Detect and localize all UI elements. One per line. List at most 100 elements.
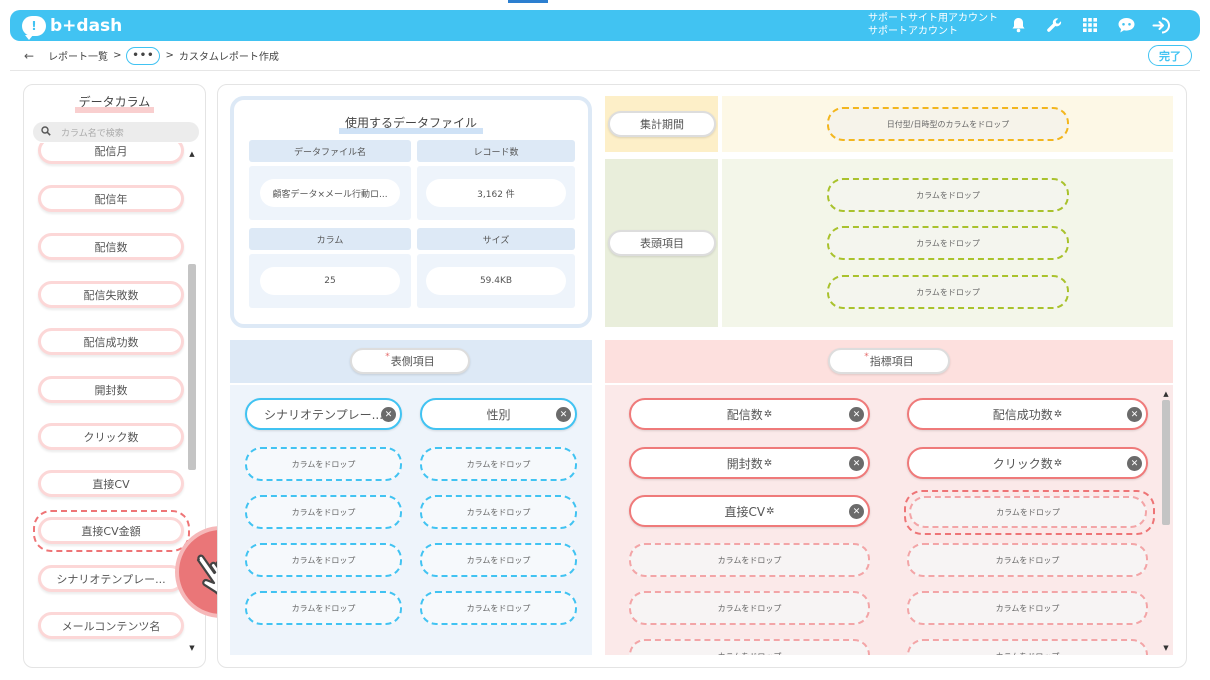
metric-item-name: 直接CV: [724, 504, 766, 519]
gear-icon[interactable]: ✲: [763, 457, 773, 469]
chat-bot-icon[interactable]: [1116, 15, 1136, 35]
metric-drop-zone[interactable]: カラムをドロップ: [629, 591, 870, 625]
header-size: サイズ: [417, 228, 575, 250]
remove-icon[interactable]: ✕: [1127, 407, 1142, 422]
value-file-name-cell: 顧客データ×メール行動ロ...: [249, 166, 411, 220]
side-drop-zone[interactable]: カラムをドロップ: [245, 447, 402, 481]
column-search-input[interactable]: カラム名で検索: [33, 122, 199, 142]
metric-drop-zone-target[interactable]: カラムをドロップ: [909, 496, 1147, 528]
data-file-card: 使用するデータファイル データファイル名 レコード数 顧客データ×メール行動ロ.…: [230, 96, 592, 328]
side-item-filled[interactable]: 性別 ✕: [420, 398, 577, 430]
column-item[interactable]: 配信失敗数: [38, 281, 184, 308]
metric-item-name: 開封数: [726, 456, 763, 471]
side-drop-zone[interactable]: カラムをドロップ: [420, 495, 577, 529]
header-drop-zone[interactable]: カラムをドロップ: [827, 226, 1069, 260]
account-line1: サポートサイト用アカウント: [868, 13, 998, 24]
metric-drop-zone[interactable]: カラムをドロップ: [629, 543, 870, 577]
required-mark: *: [864, 352, 869, 362]
column-item[interactable]: 配信月: [38, 143, 184, 164]
header-drop-zone[interactable]: カラムをドロップ: [827, 275, 1069, 309]
side-drop-zone[interactable]: カラムをドロップ: [420, 591, 577, 625]
scroll-down-icon[interactable]: ▼: [189, 644, 195, 652]
wrench-icon[interactable]: [1044, 15, 1064, 35]
top-accent-line: [508, 0, 548, 3]
gear-icon[interactable]: ✲: [1053, 457, 1063, 469]
metric-drop-zone[interactable]: カラムをドロップ: [629, 639, 870, 655]
remove-icon[interactable]: ✕: [381, 407, 396, 422]
column-item[interactable]: 配信年: [38, 185, 184, 212]
breadcrumb-separator: >: [113, 50, 122, 61]
breadcrumb-more-button[interactable]: •••: [126, 46, 161, 65]
scroll-thumb[interactable]: [188, 264, 196, 470]
metric-drop-zone[interactable]: カラムをドロップ: [907, 543, 1148, 577]
gear-icon[interactable]: ✲: [763, 408, 773, 420]
column-item[interactable]: 配信数: [38, 233, 184, 260]
remove-icon[interactable]: ✕: [849, 456, 864, 471]
back-arrow-icon[interactable]: ←: [24, 48, 35, 63]
header-records: レコード数: [417, 140, 575, 162]
column-item[interactable]: クリック数: [38, 423, 184, 450]
breadcrumb: ← レポート一覧 > ••• > カスタムレポート作成: [10, 41, 1200, 71]
selected-column-highlight: [33, 510, 190, 552]
scroll-up-icon[interactable]: ▲: [1163, 390, 1169, 398]
breadcrumb-report-list[interactable]: レポート一覧: [48, 52, 109, 63]
column-item[interactable]: 開封数: [38, 376, 184, 403]
metric-drop-zone[interactable]: カラムをドロップ: [907, 639, 1148, 655]
drop-target-highlight: [904, 490, 1155, 535]
column-item[interactable]: メールコンテンツ名: [38, 612, 184, 639]
header-drop-zone[interactable]: カラムをドロップ: [827, 178, 1069, 212]
scroll-down-icon[interactable]: ▼: [1163, 644, 1169, 652]
side-item-name: シナリオテンプレー...: [263, 407, 384, 422]
side-item-filled[interactable]: シナリオテンプレー... ✕: [245, 398, 402, 430]
metric-item-filled[interactable]: 配信数✲ ✕: [629, 398, 870, 430]
column-item[interactable]: シナリオテンプレー...: [38, 565, 184, 592]
panel-title-wrap: データカラム: [24, 93, 205, 113]
metric-item-name: 配信数: [726, 407, 763, 422]
column-list-scrollbar[interactable]: ▲ ▼: [186, 150, 198, 655]
side-items-label: *表側項目: [350, 348, 470, 374]
header-items-label: 表頭項目: [608, 230, 716, 256]
metric-item-filled[interactable]: 直接CV✲ ✕: [629, 495, 870, 527]
scroll-thumb[interactable]: [1162, 400, 1170, 525]
metrics-drop-area: 配信数✲ ✕ 配信成功数✲ ✕ 開封数✲ ✕ クリック数✲ ✕ 直接CV✲ ✕ …: [605, 385, 1173, 655]
required-mark: *: [385, 352, 390, 362]
metric-item-filled[interactable]: クリック数✲ ✕: [907, 447, 1148, 479]
logo[interactable]: ! b+dash: [22, 15, 122, 40]
metric-item-filled[interactable]: 配信成功数✲ ✕: [907, 398, 1148, 430]
data-file-title-wrap: 使用するデータファイル: [234, 114, 588, 134]
metrics-scrollbar[interactable]: ▲ ▼: [1160, 390, 1172, 655]
metric-drop-zone[interactable]: カラムをドロップ: [907, 591, 1148, 625]
breadcrumb-current: カスタムレポート作成: [178, 52, 279, 63]
side-items-label-text: 表側項目: [390, 355, 435, 368]
bell-icon[interactable]: [1008, 15, 1028, 35]
side-drop-zone[interactable]: カラムをドロップ: [420, 543, 577, 577]
column-item[interactable]: 配信成功数: [38, 328, 184, 355]
side-drop-zone[interactable]: カラムをドロップ: [420, 447, 577, 481]
remove-icon[interactable]: ✕: [1127, 456, 1142, 471]
column-item-selected[interactable]: 直接CV金額: [38, 517, 184, 544]
data-column-panel: データカラム カラム名で検索 配信月 配信年 配信数 配信失敗数 配信成功数 開…: [23, 84, 206, 668]
side-drop-zone[interactable]: カラムをドロップ: [245, 495, 402, 529]
scroll-up-icon[interactable]: ▲: [189, 150, 195, 158]
grid-icon[interactable]: [1080, 15, 1100, 35]
value-columns: 25: [260, 267, 400, 295]
metric-item-name: 配信成功数: [992, 407, 1053, 422]
done-button[interactable]: 完了: [1148, 45, 1192, 66]
logout-icon[interactable]: [1151, 15, 1171, 35]
period-drop-zone[interactable]: 日付型/日時型のカラムをドロップ: [827, 107, 1069, 141]
remove-icon[interactable]: ✕: [849, 504, 864, 519]
gear-icon[interactable]: ✲: [1053, 408, 1063, 420]
column-item[interactable]: 直接CV: [38, 470, 184, 497]
value-columns-cell: 25: [249, 254, 411, 308]
account-info[interactable]: サポートサイト用アカウント サポートアカウント: [868, 12, 998, 38]
value-size-cell: 59.4KB: [417, 254, 575, 308]
metric-item-filled[interactable]: 開封数✲ ✕: [629, 447, 870, 479]
gear-icon[interactable]: ✲: [766, 505, 775, 517]
period-label: 集計期間: [608, 111, 716, 137]
remove-icon[interactable]: ✕: [556, 407, 571, 422]
side-drop-zone[interactable]: カラムをドロップ: [245, 543, 402, 577]
side-drop-zone[interactable]: カラムをドロップ: [245, 591, 402, 625]
search-placeholder: カラム名で検索: [61, 128, 124, 139]
column-list[interactable]: 配信月 配信年 配信数 配信失敗数 配信成功数 開封数 クリック数 直接CV 直…: [24, 143, 196, 658]
remove-icon[interactable]: ✕: [849, 407, 864, 422]
